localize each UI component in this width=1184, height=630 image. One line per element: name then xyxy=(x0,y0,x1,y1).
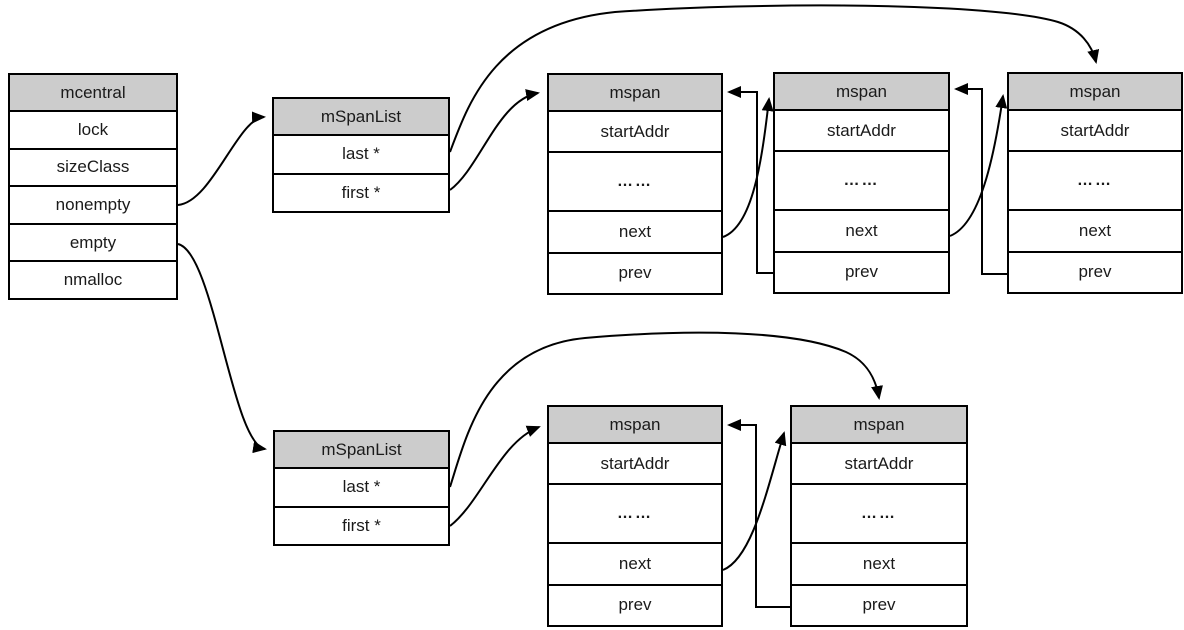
mspan-top-1-field-ellipsis: …… xyxy=(549,153,721,213)
mcentral-field-empty: empty xyxy=(10,224,176,263)
mspanlist-top-field-last: last * xyxy=(274,136,448,175)
mspanlist-bottom-field-last: last * xyxy=(275,469,448,508)
mspan-bottom-1-field-prev: prev xyxy=(549,585,721,626)
mcentral-header: mcentral xyxy=(10,75,176,112)
mspan-top-3-field-startaddr: startAddr xyxy=(1009,111,1181,153)
mspan-top-1-field-prev: prev xyxy=(549,253,721,294)
mspan-bottom-2-field-ellipsis: …… xyxy=(792,485,966,545)
mspanlist-top-field-first: first * xyxy=(274,174,448,211)
mspan-bottom-1-field-next: next xyxy=(549,544,721,586)
edge-mspan5-prev-to-mspan4 xyxy=(727,419,792,608)
mspan-bottom-2-field-prev: prev xyxy=(792,585,966,626)
mcentral-field-lock: lock xyxy=(10,112,176,150)
mcentral-table: mcentral lock sizeClass nonempty empty n… xyxy=(8,73,178,300)
mspan-top-2-table: mspan startAddr …… next prev xyxy=(773,72,950,294)
mspan-top-2-field-next: next xyxy=(775,211,948,253)
mspan-bottom-2-table: mspan startAddr …… next prev xyxy=(790,405,968,627)
mspanlist-bottom-table: mSpanList last * first * xyxy=(273,430,450,546)
mspan-top-3-field-ellipsis: …… xyxy=(1009,152,1181,212)
mspanlist-bottom-field-first: first * xyxy=(275,507,448,544)
mspan-top-1-field-next: next xyxy=(549,212,721,254)
edge-mspan2-next-to-mspan3 xyxy=(949,94,1008,237)
mspan-top-3-field-next: next xyxy=(1009,211,1181,253)
mspan-top-1-header: mspan xyxy=(549,75,721,112)
mcentral-field-sizeclass: sizeClass xyxy=(10,149,176,188)
mspan-top-2-field-prev: prev xyxy=(775,252,948,293)
edge-mspan3-prev-to-mspan2 xyxy=(954,83,1007,275)
mspan-top-3-table: mspan startAddr …… next prev xyxy=(1007,72,1183,294)
mspanlist-top-header: mSpanList xyxy=(274,99,448,136)
mspan-top-3-header: mspan xyxy=(1009,74,1181,111)
mspan-top-1-field-startaddr: startAddr xyxy=(549,112,721,154)
edge-nonempty-to-mspanlist-top xyxy=(177,111,266,206)
edge-top-first-to-mspan1 xyxy=(449,89,540,191)
edge-mspan2-prev-to-mspan1 xyxy=(727,86,773,274)
mspan-bottom-2-header: mspan xyxy=(792,407,966,444)
edge-empty-to-mspanlist-bottom xyxy=(177,243,267,454)
mspan-top-2-field-startaddr: startAddr xyxy=(775,111,948,153)
edge-top-last-to-mspan3 xyxy=(449,4,1100,153)
mspan-top-2-field-ellipsis: …… xyxy=(775,152,948,212)
mspan-top-3-field-prev: prev xyxy=(1009,252,1181,293)
mspan-top-2-header: mspan xyxy=(775,74,948,111)
mspan-bottom-1-field-startaddr: startAddr xyxy=(549,444,721,486)
mspanlist-bottom-header: mSpanList xyxy=(275,432,448,469)
mspan-bottom-2-field-startaddr: startAddr xyxy=(792,444,966,486)
edge-bottom-first-to-mspan4 xyxy=(449,425,541,527)
edge-mspan1-next-to-mspan2 xyxy=(722,97,774,238)
mspanlist-top-table: mSpanList last * first * xyxy=(272,97,450,213)
mcentral-field-nmalloc: nmalloc xyxy=(10,262,176,298)
mspan-bottom-1-field-ellipsis: …… xyxy=(549,485,721,545)
edge-mspan4-next-to-mspan5 xyxy=(722,431,787,571)
mspan-top-1-table: mspan startAddr …… next prev xyxy=(547,73,723,295)
mcentral-field-nonempty: nonempty xyxy=(10,187,176,225)
mspan-bottom-1-header: mspan xyxy=(549,407,721,444)
edge-bottom-last-to-mspan5 xyxy=(449,331,883,488)
mspan-bottom-2-field-next: next xyxy=(792,544,966,586)
mspan-bottom-1-table: mspan startAddr …… next prev xyxy=(547,405,723,627)
